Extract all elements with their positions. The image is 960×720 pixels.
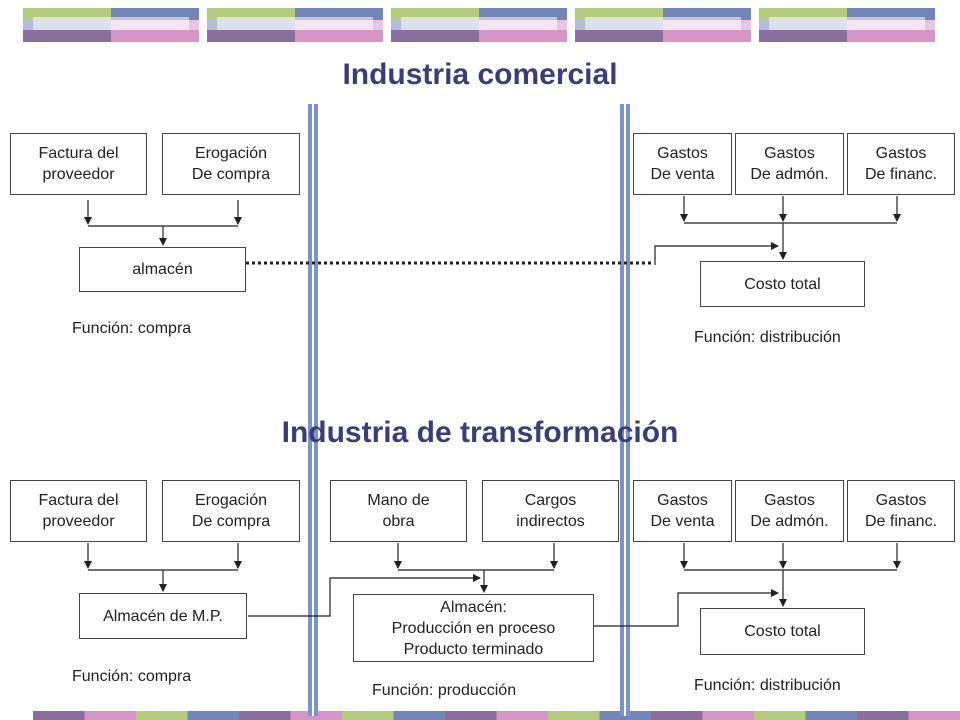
footer-band-segment: [239, 711, 291, 720]
box-text-line: De financ.: [864, 166, 938, 183]
label-funcion-compra-b: Función: compra: [72, 668, 192, 685]
label-funcion-distribucion-b: Función: distribución: [694, 677, 841, 694]
box-cargos-indirectos: Cargos indirectos: [482, 480, 619, 542]
box-text-line: De venta: [650, 513, 715, 530]
box-text-line: Factura del: [38, 145, 119, 162]
label-funcion-produccion: Función: producción: [372, 682, 517, 699]
footer-band-segment: [908, 711, 960, 720]
footer-band-segment: [754, 711, 806, 720]
title-industria-comercial: Industria comercial: [342, 58, 618, 91]
box-gastos-admon-b: Gastos De admón.: [735, 480, 844, 542]
box-almacen: almacén: [79, 247, 246, 292]
box-text-line: Gastos: [764, 145, 815, 162]
box-text-line: De admón.: [750, 513, 829, 530]
box-text-line: Gastos: [657, 492, 708, 509]
box-gastos-financ: Gastos De financ.: [847, 133, 955, 195]
footer-band-segment: [136, 711, 188, 720]
box-text-line: Almacén:: [440, 598, 507, 616]
footer-band-segment: [342, 711, 394, 720]
box-almacen-proceso: Almacén: Producción en proceso Producto …: [353, 594, 594, 662]
title-industria-transformacion: Industria de transformación: [281, 416, 679, 449]
box-text-line: almacén: [132, 261, 193, 278]
box-erogacion-compra: Erogación De compra: [162, 133, 300, 195]
box-text-line: Cargos: [524, 492, 577, 509]
box-text-line: Factura del: [38, 492, 119, 509]
footer-band-segment: [33, 711, 85, 720]
box-text-line: Gastos: [875, 492, 927, 509]
header-band-block: [759, 8, 935, 42]
box-text-line: De compra: [191, 166, 271, 183]
link-almacen-to-costo: [654, 242, 779, 265]
box-text-line: De venta: [650, 166, 715, 183]
footer-band-segment: [857, 711, 909, 720]
header-band-block: [207, 8, 383, 42]
label-funcion-compra: Función: compra: [72, 320, 192, 337]
header-band-block: [23, 8, 199, 42]
box-text-line: Gastos: [657, 145, 708, 162]
footer-band-segment: [445, 711, 497, 720]
box-text-line: Erogación: [194, 145, 268, 162]
box-text-line: Gastos: [764, 492, 815, 509]
header-band-block: [391, 8, 567, 42]
box-text-line: De financ.: [864, 513, 938, 530]
box-erogacion-compra-b: Erogación De compra: [162, 480, 300, 542]
vertical-divider-right: [620, 104, 630, 716]
box-text-line: Costo total: [744, 623, 821, 640]
header-color-bands: [23, 8, 935, 42]
box-text-line: proveedor: [42, 166, 115, 183]
link-almacen-mp-to-proceso: [248, 574, 481, 617]
footer-band-segment: [651, 711, 703, 720]
box-text-line: Mano de: [367, 492, 430, 509]
box-gastos-financ-b: Gastos De financ.: [847, 480, 955, 542]
footer-band-segment: [548, 711, 600, 720]
footer-band-segment: [702, 711, 754, 720]
box-text-line: De compra: [191, 513, 271, 530]
box-text-line: Producción en proceso: [391, 619, 556, 637]
box-text-line: Costo total: [744, 275, 821, 293]
footer-band-segment: [84, 711, 136, 720]
box-almacen-mp: Almacén de M.P.: [79, 593, 247, 639]
footer-band-segment: [496, 711, 548, 720]
footer-band-segment: [187, 711, 239, 720]
box-mano-obra: Mano de obra: [330, 480, 467, 542]
box-costo-total-b: Costo total: [700, 608, 865, 655]
box-text-line: obra: [382, 513, 415, 530]
box-factura-proveedor: Factura del proveedor: [10, 133, 147, 195]
box-gastos-venta: Gastos De venta: [633, 133, 732, 195]
box-gastos-venta-b: Gastos De venta: [633, 480, 732, 542]
box-text-line: De admón.: [750, 166, 829, 183]
box-costo-total: Costo total: [700, 261, 865, 307]
label-funcion-distribucion: Función: distribución: [694, 329, 841, 346]
box-text-line: Producto terminado: [403, 640, 544, 658]
box-text-line: proveedor: [42, 513, 115, 530]
box-text-line: Almacén de M.P.: [103, 607, 223, 625]
footer-band-segment: [393, 711, 445, 720]
box-gastos-admon: Gastos De admón.: [735, 133, 844, 195]
box-text-line: indirectos: [516, 513, 585, 530]
footer-band-segment: [805, 711, 857, 720]
box-text-line: Erogación: [194, 492, 268, 509]
vertical-divider-left: [308, 104, 318, 716]
box-text-line: Gastos: [875, 145, 927, 162]
box-factura-proveedor-b: Factura del proveedor: [10, 480, 147, 542]
link-proceso-to-costo: [594, 589, 779, 627]
header-band-block: [575, 8, 751, 42]
